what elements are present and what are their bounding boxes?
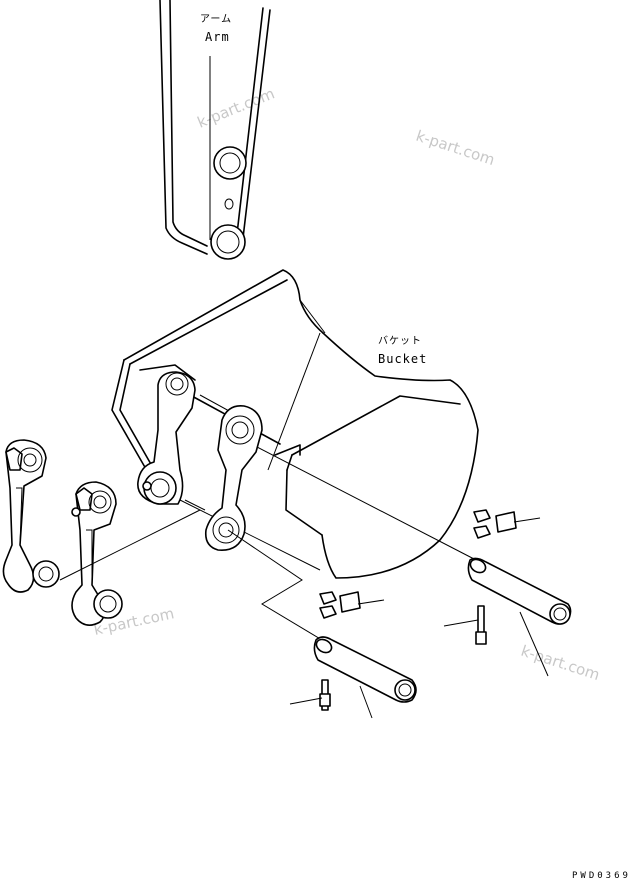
arm bbox=[159, 0, 271, 260]
bucket-bracket bbox=[137, 371, 196, 505]
nut-lower bbox=[319, 591, 385, 619]
nut-right bbox=[473, 509, 541, 539]
drawing-code: PWD0369 bbox=[572, 871, 631, 881]
h-link bbox=[184, 404, 263, 551]
link-rod-1 bbox=[2, 439, 60, 593]
arm-boss-upper bbox=[213, 146, 247, 180]
watermark: k-part.com bbox=[414, 127, 497, 169]
arm-boss-lower bbox=[210, 224, 246, 260]
link-rod-2 bbox=[71, 481, 123, 626]
pin-right bbox=[467, 557, 572, 625]
bucket-label-jp: バケット bbox=[378, 335, 422, 347]
watermark: k-part.com bbox=[195, 84, 277, 131]
pin-lower bbox=[313, 636, 417, 703]
watermark: k-part.com bbox=[519, 642, 602, 684]
bolt-lower bbox=[289, 679, 331, 711]
arm-label: Arm bbox=[205, 30, 230, 44]
bucket-label: Bucket bbox=[378, 352, 427, 366]
bolt-right bbox=[443, 605, 487, 645]
arm-label-jp: アーム bbox=[200, 13, 232, 25]
arm-hole bbox=[224, 198, 234, 210]
